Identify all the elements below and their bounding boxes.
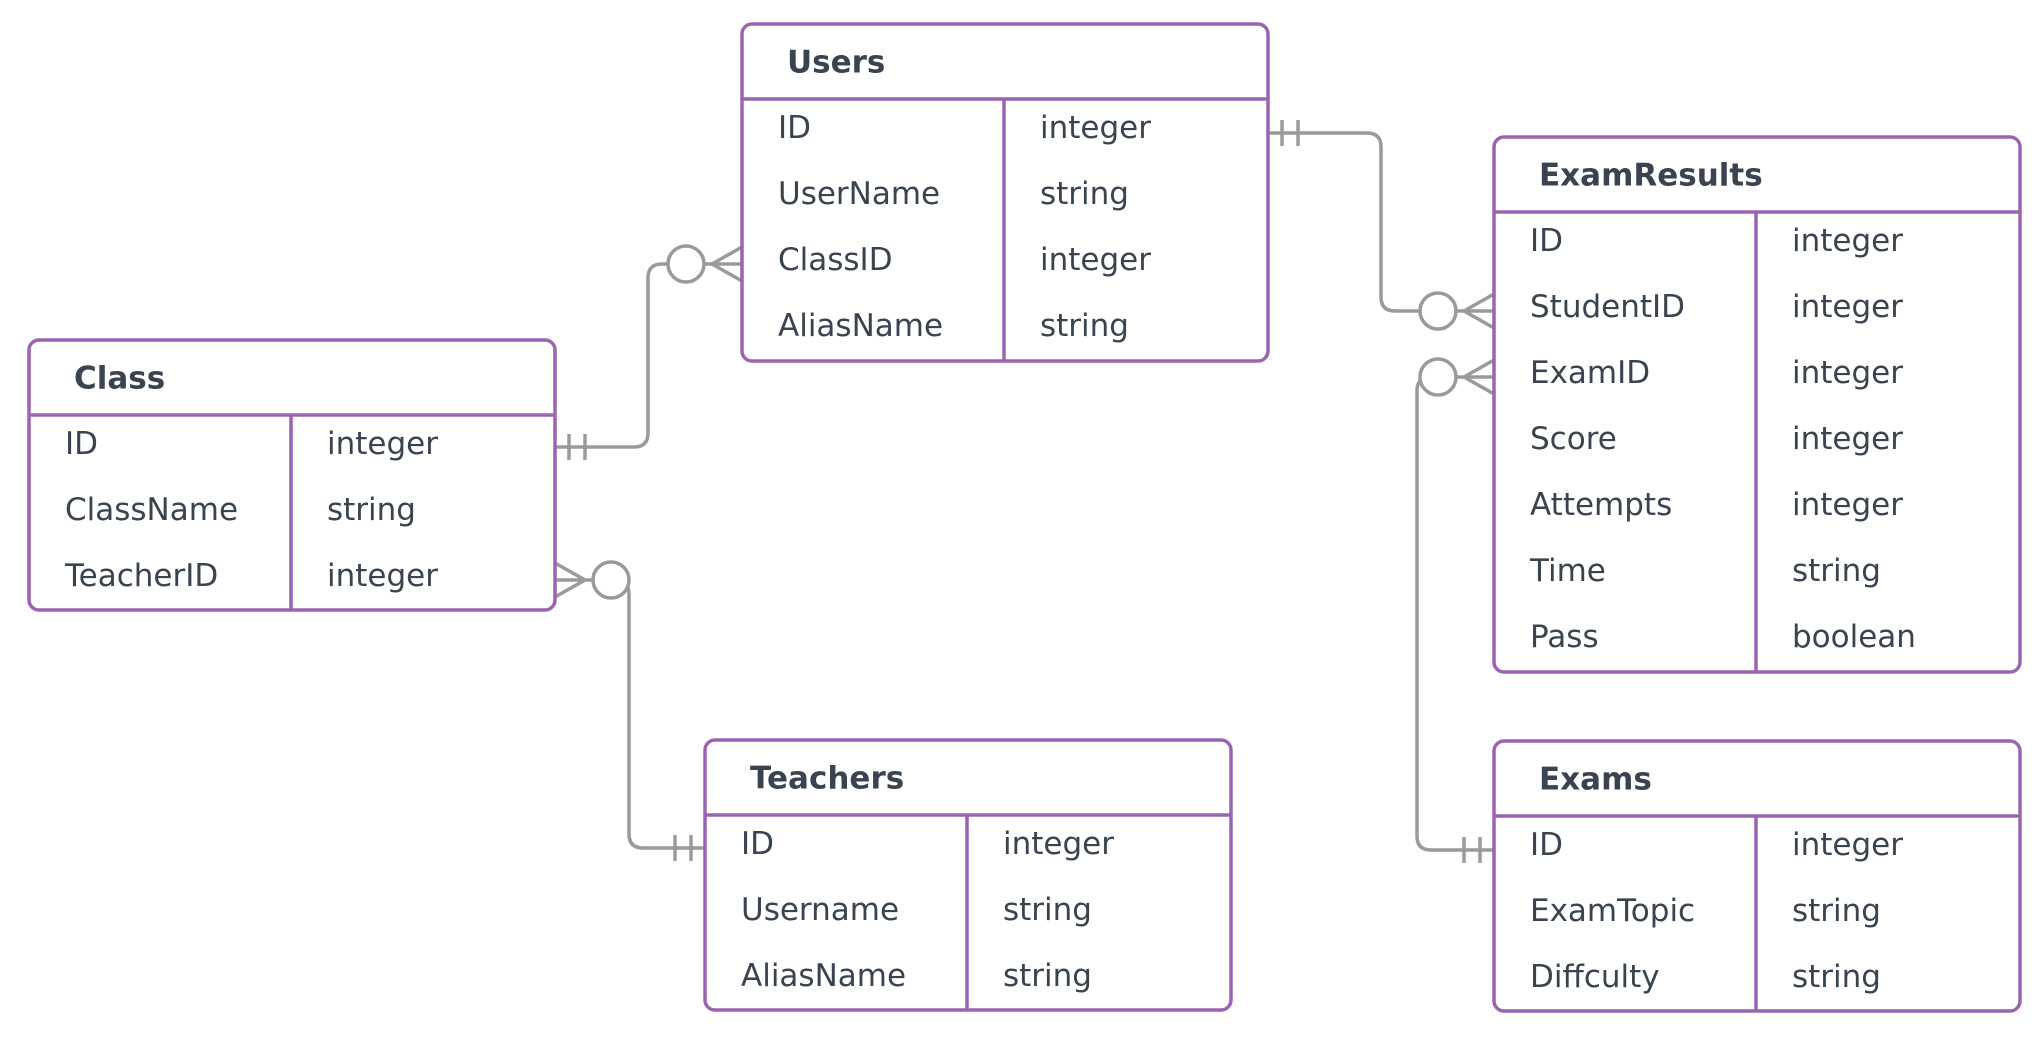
field-type: boolean (1792, 619, 1916, 655)
field-name: Username (741, 892, 899, 928)
field-type: integer (1792, 289, 1903, 325)
zero-cardinality-circle (591, 560, 631, 600)
field-name: ID (65, 426, 98, 462)
field-type: integer (327, 426, 438, 462)
entity-title: Teachers (750, 761, 904, 797)
field-type: string (1792, 893, 1881, 929)
crows-foot-line (1463, 292, 1495, 313)
field-type: string (1792, 553, 1881, 589)
field-type: integer (1040, 110, 1151, 146)
field-name: Score (1530, 421, 1617, 457)
field-type: string (1792, 959, 1881, 995)
crows-foot-line (554, 561, 586, 582)
field-type: integer (1792, 487, 1903, 523)
connector-exams-examresults (1415, 375, 1494, 852)
field-name: Attempts (1530, 487, 1672, 523)
connector-class-users (555, 262, 712, 449)
field-type: string (1003, 958, 1092, 994)
field-name: UserName (778, 176, 940, 212)
zero-cardinality-circle (666, 244, 706, 284)
crows-foot-line (1463, 309, 1495, 330)
entity-title: Class (74, 361, 165, 397)
field-name: ID (1530, 223, 1563, 259)
relationship-connectors (554, 120, 1495, 863)
connector-users-examresults (1268, 131, 1464, 313)
field-name: Time (1529, 553, 1606, 589)
crows-foot-line (1463, 375, 1495, 396)
connector-teachers-class (585, 578, 705, 850)
field-name: ID (741, 826, 774, 862)
field-type: integer (1003, 826, 1114, 862)
field-type: integer (1792, 355, 1903, 391)
field-type: string (327, 492, 416, 528)
field-type: string (1040, 176, 1129, 212)
field-name: TeacherID (64, 558, 218, 594)
crows-foot-line (1463, 358, 1495, 379)
entity-title: ExamResults (1539, 158, 1763, 194)
field-name: ID (1530, 827, 1563, 863)
entity-title: Users (787, 45, 885, 81)
field-type: string (1040, 308, 1129, 344)
zero-cardinality-circle (1418, 291, 1458, 331)
field-name: Diffculty (1530, 959, 1660, 995)
field-name: AliasName (778, 308, 943, 344)
field-name: ClassName (65, 492, 238, 528)
zero-cardinality-circle (1418, 357, 1458, 397)
crows-foot-line (554, 578, 586, 599)
crows-foot-line (711, 262, 743, 283)
field-name: AliasName (741, 958, 906, 994)
entity-title: Exams (1539, 762, 1652, 798)
field-name: ExamID (1530, 355, 1650, 391)
field-type: string (1003, 892, 1092, 928)
field-type: integer (1792, 827, 1903, 863)
field-type: integer (1792, 223, 1903, 259)
crows-foot-line (711, 245, 743, 266)
field-name: ClassID (778, 242, 893, 278)
field-type: integer (327, 558, 438, 594)
field-type: integer (1040, 242, 1151, 278)
field-name: ExamTopic (1530, 893, 1695, 929)
field-name: StudentID (1530, 289, 1685, 325)
field-name: ID (778, 110, 811, 146)
field-name: Pass (1530, 619, 1599, 655)
field-type: integer (1792, 421, 1903, 457)
